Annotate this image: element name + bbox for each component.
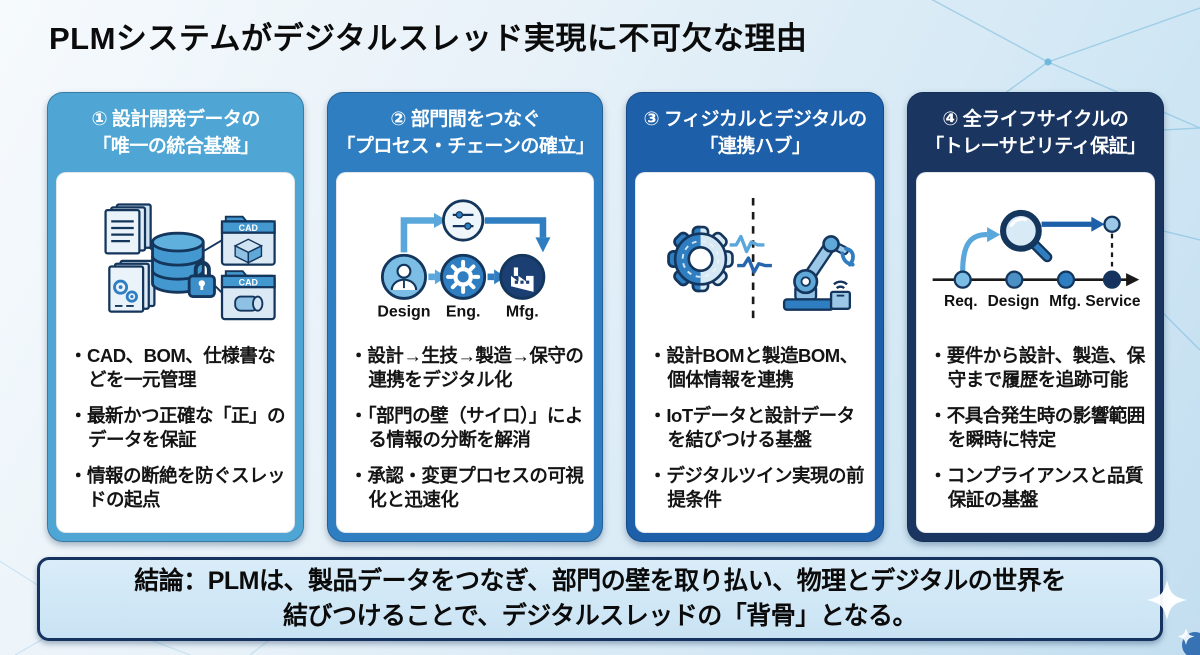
card-traceability: ④ 全ライフサイクルの 「トレーサビリティ保証」: [906, 92, 1164, 543]
bullet-item: ・コンプライアンスと品質保証の基盤: [928, 464, 1144, 511]
bullet-item: ・設計BOMと製造BOM、個体情報を連携: [648, 345, 858, 391]
reason-cards-row: ① 設計開発データの 「唯一の統合基盤」: [47, 92, 1164, 543]
conclusion-banner: 結論：PLMは、製品データをつなぎ、部門の壁を取り払い、物理とデジタルの世界を …: [37, 557, 1163, 641]
card-process-chain: ② 部門間をつなぐ 「プロセス・チェーンの確立」: [327, 92, 604, 543]
card4-header: ④ 全ライフサイクルの 「トレーサビリティ保証」: [916, 101, 1155, 172]
card2-icon-area: Design Eng. Mfg.: [336, 172, 594, 338]
card3-header: ③ フィジカルとデジタルの 「連携ハブ」: [635, 101, 874, 172]
stage-label-eng: Eng.: [446, 303, 481, 320]
card1-header: ① 設計開発データの 「唯一の統合基盤」: [56, 101, 295, 172]
documents-database-lock-cad-folders-icon: CAD CAD: [104, 203, 276, 321]
card4-body: Req. Design Mfg. Service ・要件から設計、製造、保守まで…: [915, 172, 1155, 534]
card3-header-line1: ③ フィジカルとデジタルの: [643, 109, 867, 131]
phase-label-design: Design: [988, 293, 1040, 310]
bullet-item: ・デジタルツイン実現の前提条件: [648, 464, 865, 511]
card2-header: ② 部門間をつなぐ 「プロセス・チェーンの確立」: [336, 101, 595, 172]
phase-label-req: Req.: [944, 293, 978, 310]
card2-header-line1: ② 部門間をつなぐ: [390, 109, 541, 131]
stage-label-mfg: Mfg.: [506, 303, 539, 320]
cad-folder-bottom-label: CAD: [238, 277, 258, 287]
conclusion-line1: 結論：PLMは、製品データをつなぎ、部門の壁を取り払い、物理とデジタルの世界を: [134, 566, 1066, 595]
bullet-item: ・最新かつ正確な「正」のデータを保証: [69, 404, 286, 451]
phase-label-service: Service: [1086, 293, 1141, 310]
conclusion-line2: 結びつけることで、デジタルスレッドの「背骨」となる。: [282, 602, 918, 630]
card3-icon-area: [635, 172, 874, 338]
bullet-item: ・設計→生技→製造→保守の連携をデジタル化: [349, 345, 584, 391]
card4-bullet-list: ・要件から設計、製造、保守まで履歴を追跡可能 ・不具合発生時の影響範囲を瞬時に特…: [916, 344, 1155, 533]
traceability-timeline-magnifier-icon: Req. Design Mfg. Service: [932, 209, 1141, 310]
card4-header-line1: ④ 全ライフサイクルの: [942, 109, 1129, 131]
bullet-item: ・不具合発生時の影響範囲を瞬時に特定: [928, 404, 1146, 451]
card4-icon-area: Req. Design Mfg. Service: [916, 172, 1155, 338]
card-physical-digital-hub: ③ フィジカルとデジタルの 「連携ハブ」: [626, 92, 884, 543]
card1-body: CAD CAD: [56, 172, 296, 534]
page-title: PLMシステムがデジタルスレッド実現に不可欠な理由: [49, 21, 808, 56]
bullet-item: ・CAD、BOM、仕様書などを一元管理: [69, 345, 276, 391]
card2-bullet-list: ・設計→生技→製造→保守の連携をデジタル化 ・「部門の壁（サイロ）」による情報の…: [336, 344, 594, 533]
stage-label-design: Design: [378, 303, 431, 320]
bullet-item: ・「部門の壁（サイロ）」による情報の分断を解消: [349, 404, 583, 451]
card2-body: Design Eng. Mfg. ・設計→生技→製造→保守の連携をデジタル化 ・…: [336, 172, 595, 534]
cad-folder-top-label: CAD: [238, 223, 258, 233]
bullet-item: ・承認・変更プロセスの可視化と迅速化: [349, 464, 584, 511]
process-chain-design-eng-mfg-icon: Design Eng. Mfg.: [378, 199, 551, 320]
card1-header-line1: ① 設計開発データの: [91, 109, 260, 131]
card2-header-line2: 「プロセス・チェーンの確立」: [336, 136, 595, 157]
card3-body: ・設計BOMと製造BOM、個体情報を連携 ・IoTデータと設計データを結びつける…: [635, 172, 875, 534]
card1-header-line2: 「唯一の統合基盤」: [92, 136, 259, 157]
card-unified-data-foundation: ① 設計開発データの 「唯一の統合基盤」: [47, 92, 305, 543]
card3-bullet-list: ・設計BOMと製造BOM、個体情報を連携 ・IoTデータと設計データを結びつける…: [635, 344, 874, 533]
card3-header-line2: 「連携ハブ」: [699, 136, 812, 157]
card1-icon-area: CAD CAD: [56, 172, 295, 338]
bullet-item: ・要件から設計、製造、保守まで履歴を追跡可能: [928, 345, 1146, 391]
phase-label-mfg: Mfg.: [1049, 293, 1081, 310]
bullet-item: ・情報の断絶を防ぐスレッドの起点: [69, 464, 286, 511]
bullet-item: ・IoTデータと設計データを結びつける基盤: [648, 404, 855, 451]
card4-header-line2: 「トレーサビリティ保証」: [925, 136, 1146, 157]
card1-bullet-list: ・CAD、BOM、仕様書などを一元管理 ・最新かつ正確な「正」のデータを保証 ・…: [56, 344, 295, 533]
gear-signal-robot-arm-icon: [667, 197, 855, 322]
